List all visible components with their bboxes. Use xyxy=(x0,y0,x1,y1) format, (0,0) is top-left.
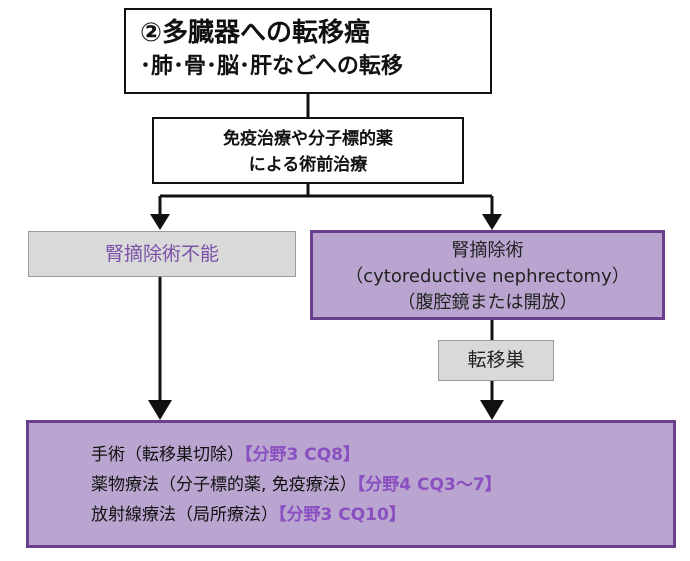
arrow-right-to-treatment xyxy=(480,400,504,420)
treatment-row-drug: 薬物療法（分子標的薬, 免疫療法）【分野4 CQ3～7】 xyxy=(91,470,673,500)
preop-line1: 免疫治療や分子標的薬 xyxy=(223,129,393,149)
arrow-left-to-treatment xyxy=(148,400,172,420)
title-sub: ･肺･骨･脳･肝などへの転移 xyxy=(140,54,403,79)
treatment-row-radiation: 放射線療法（局所療法）【分野3 CQ10】 xyxy=(91,500,673,530)
treatment-options-box: 手術（転移巣切除）【分野3 CQ8】 薬物療法（分子標的薬, 免疫療法）【分野4… xyxy=(26,420,676,548)
nephrectomy-title: 腎摘除術 xyxy=(451,240,524,261)
treatment-row-surgery: 手術（転移巣切除）【分野3 CQ8】 xyxy=(91,440,673,470)
nephrectomy-english: （cytoreductive nephrectomy） xyxy=(345,266,630,287)
treatment-drug-ref: 【分野4 CQ3～7】 xyxy=(356,475,502,495)
treatment-surgery-text: 手術（転移巣切除） xyxy=(91,445,244,465)
preop-line2: による術前治療 xyxy=(248,155,368,175)
arrow-to-not-possible xyxy=(150,214,170,230)
metastasis-box: 転移巣 xyxy=(438,340,554,381)
treatment-drug-text: 薬物療法（分子標的薬, 免疫療法） xyxy=(91,475,357,495)
metastasis-label: 転移巣 xyxy=(467,349,525,371)
treatment-radiation-text: 放射線療法（局所療法） xyxy=(91,505,278,525)
title-box: ②多臓器への転移癌 ･肺･骨･脳･肝などへの転移 xyxy=(124,8,492,94)
nephrectomy-not-possible-box: 腎摘除術不能 xyxy=(28,231,296,277)
nephrectomy-method: （腹腔鏡または開放） xyxy=(397,292,578,313)
preoperative-treatment-box: 免疫治療や分子標的薬 による術前治療 xyxy=(152,117,464,184)
not-possible-label: 腎摘除術不能 xyxy=(104,243,219,265)
nephrectomy-box: 腎摘除術 （cytoreductive nephrectomy） （腹腔鏡または… xyxy=(310,230,665,320)
title-main: ②多臓器への転移癌 xyxy=(140,18,371,48)
arrow-to-nephrectomy xyxy=(482,214,502,230)
treatment-radiation-ref: 【分野3 CQ10】 xyxy=(278,505,406,525)
treatment-surgery-ref: 【分野3 CQ8】 xyxy=(244,445,361,465)
